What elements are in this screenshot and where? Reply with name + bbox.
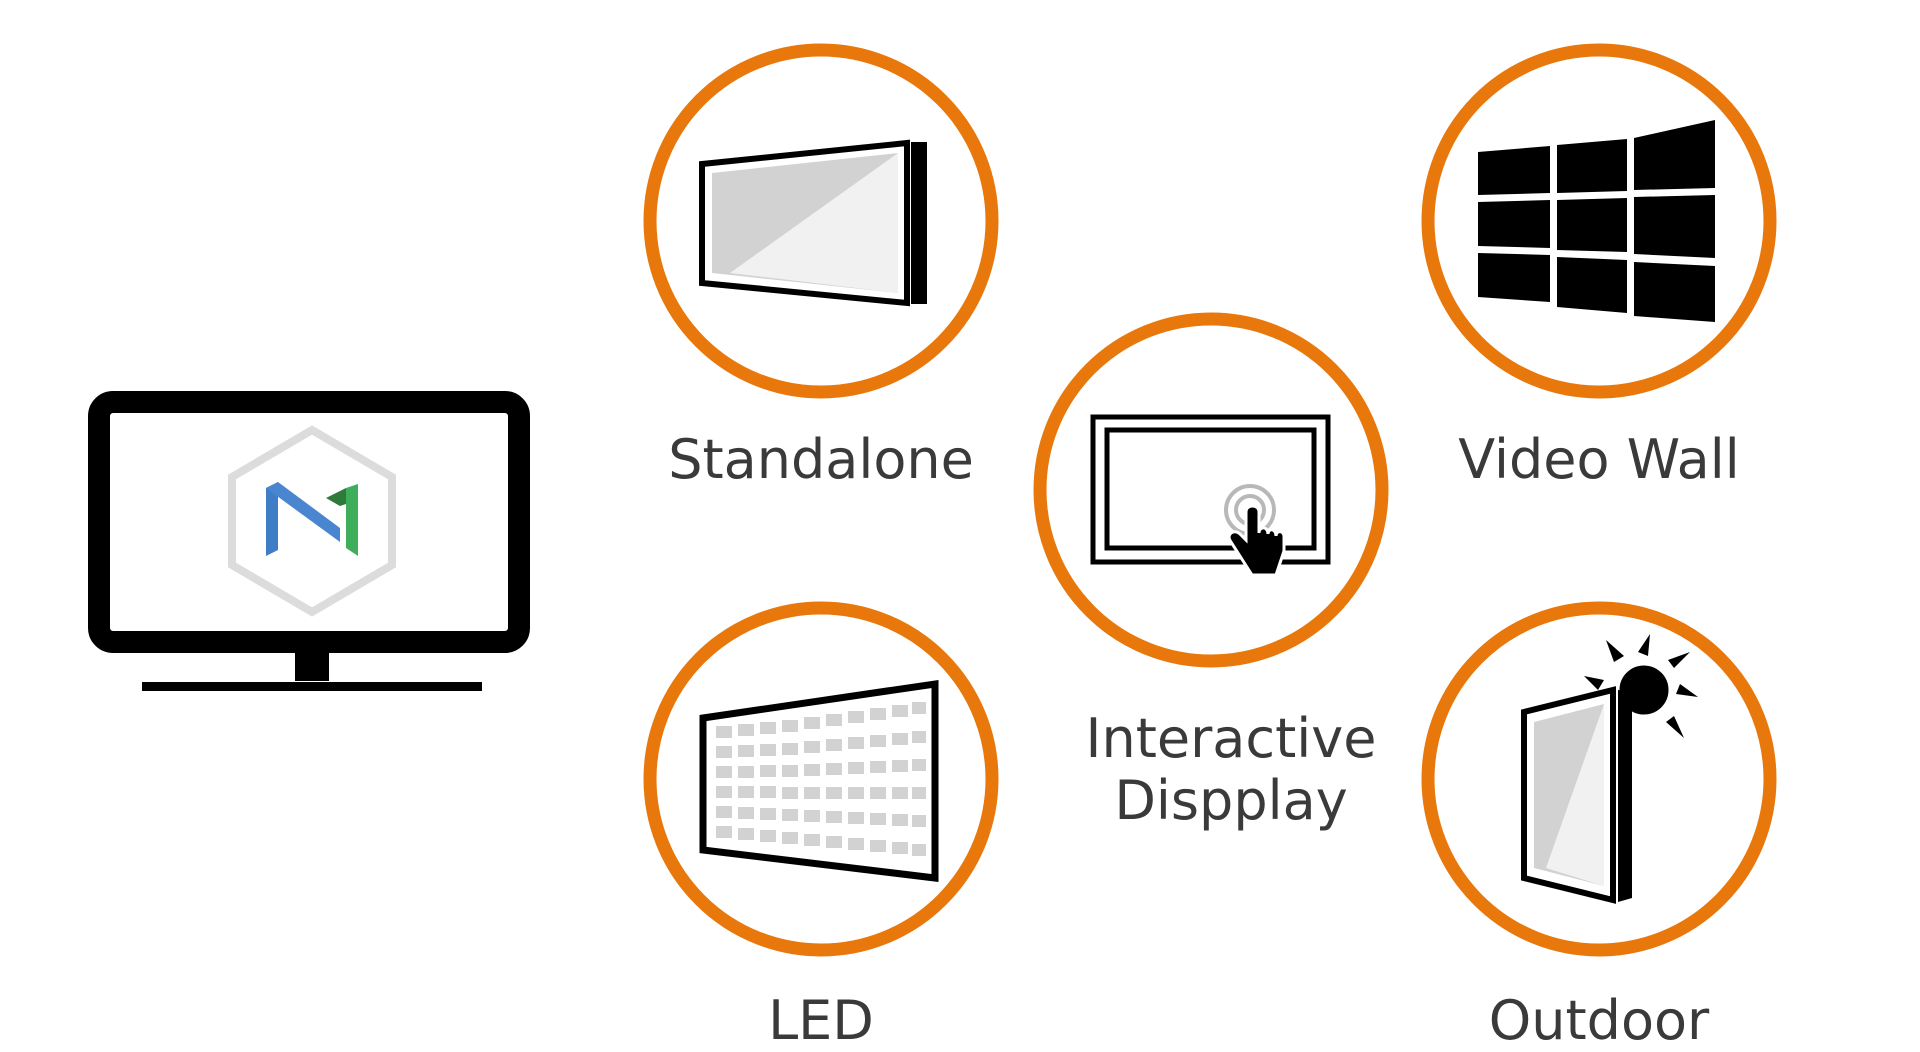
pointing-hand-icon [1227, 504, 1286, 577]
interactive-circle [1033, 312, 1389, 668]
touch-display-icon [1090, 414, 1331, 577]
interactive-group [1033, 312, 1389, 668]
led-grid [716, 702, 926, 856]
outdoor-label: Outdoor [1488, 989, 1710, 1052]
video-wall-label: Video Wall [1458, 428, 1740, 491]
led-panel-icon [699, 679, 939, 882]
video-wall-group [1421, 43, 1777, 399]
video-wall-icon [1478, 120, 1715, 322]
interactive-label-line-2: Dispplay [1114, 769, 1348, 832]
standalone-display-icon [699, 139, 927, 307]
outdoor-display-icon [1521, 634, 1698, 904]
led-group [643, 601, 999, 957]
led-label: LED [768, 989, 874, 1052]
monitor-icon [88, 391, 530, 691]
sun-icon [1584, 634, 1698, 738]
interactive-label-line-1: Interactive [1085, 707, 1377, 770]
magicinfo-logo-icon [228, 425, 396, 617]
standalone-label: Standalone [668, 428, 974, 491]
outdoor-group [1421, 601, 1777, 957]
standalone-group [643, 43, 999, 399]
interactive-label: Interactive Dispplay [1031, 708, 1431, 832]
